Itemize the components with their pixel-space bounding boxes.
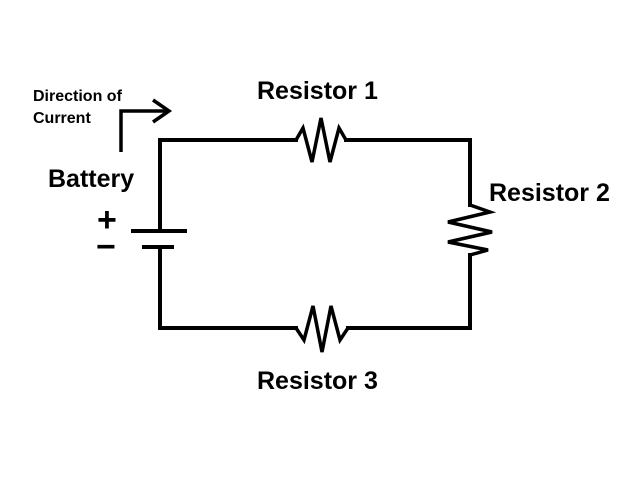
battery-minus-sign: − xyxy=(96,228,116,266)
resistor-1-label: Resistor 1 xyxy=(257,77,378,105)
current-direction-arrow xyxy=(119,109,168,152)
battery-plus-sign: + xyxy=(97,201,117,239)
direction-label-line1: Direction of xyxy=(33,88,123,105)
direction-label-line2: Current xyxy=(33,110,91,127)
resistor-2-symbol xyxy=(447,203,497,257)
resistor-2-label: Resistor 2 xyxy=(489,179,610,207)
resistor-3-symbol xyxy=(294,305,350,353)
resistor-1-symbol xyxy=(294,117,348,163)
current-direction-arrowhead xyxy=(152,98,173,124)
resistor-3-label: Resistor 3 xyxy=(257,367,378,395)
battery-label: Battery xyxy=(48,165,134,193)
